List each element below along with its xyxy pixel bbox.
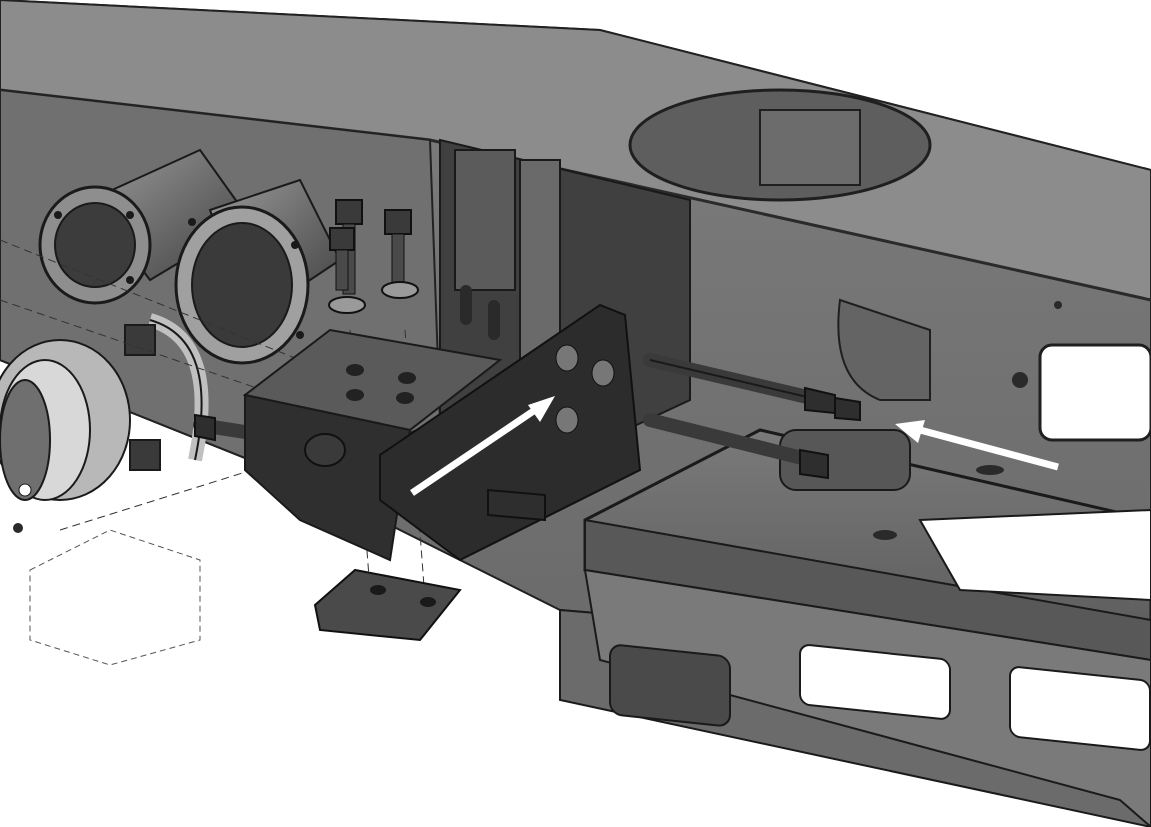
insert-arrow-left <box>410 407 537 496</box>
frame-hole <box>1012 372 1028 388</box>
long-bolts <box>193 353 861 480</box>
tube-flange-right <box>174 178 342 365</box>
small-screw <box>13 523 23 533</box>
insert-arrow-right <box>919 426 1059 471</box>
lower-frame-rail <box>559 428 1151 827</box>
insert-arrow-left-head <box>528 396 555 422</box>
bottom-tab-plate <box>313 568 462 642</box>
tube-flange-left <box>38 148 252 305</box>
insert-arrows <box>410 396 1059 496</box>
frame-window-cutout <box>1038 343 1151 442</box>
hub-flange <box>0 339 131 533</box>
nut <box>304 433 346 467</box>
hex-outline <box>29 529 201 666</box>
lower-window-cutout <box>799 644 951 720</box>
vertical-bolts <box>328 199 419 314</box>
insert-arrow-right-head <box>895 420 925 443</box>
mounting-bracket-block <box>242 328 503 562</box>
bracket-side-plate <box>379 303 642 562</box>
